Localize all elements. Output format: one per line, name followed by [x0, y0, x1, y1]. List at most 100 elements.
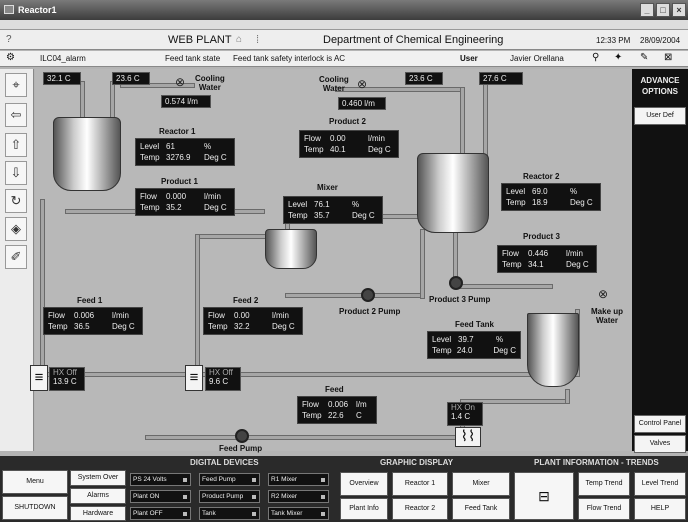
alarm-name: ILC04_alarm	[40, 54, 86, 63]
tool-icon-c[interactable]: ✎	[640, 52, 649, 63]
device-tank-mixer[interactable]: Tank Mixer	[268, 507, 329, 520]
control-panel-button[interactable]: Control Panel	[634, 415, 686, 433]
status-bar: ⚙ ILC04_alarm Feed tank state Feed tank …	[0, 51, 688, 67]
product-2-pump-icon[interactable]	[361, 288, 375, 302]
clock-time: 12:33 PM	[596, 36, 631, 45]
shutdown-button[interactable]: SHUTDOWN	[2, 496, 68, 520]
device-ps24[interactable]: PS 24 Volts	[130, 473, 191, 486]
level-trend-button[interactable]: Level Trend	[634, 472, 686, 496]
pipe	[460, 87, 465, 157]
device-r2-mixer[interactable]: R2 Mixer	[268, 490, 329, 503]
feed-tank-button[interactable]: Feed Tank	[452, 498, 510, 520]
user-name: Javier Orellana	[510, 54, 564, 63]
feed-2-title: Feed 2	[233, 296, 259, 305]
pipe	[483, 81, 488, 156]
feed-tank-vessel[interactable]	[527, 313, 579, 387]
reactor1-temp-in: 32.1 C	[43, 72, 81, 85]
plant-info-button[interactable]: Plant Info	[340, 498, 388, 520]
temp-trend-button[interactable]: Temp Trend	[578, 472, 630, 496]
hx-1-icon[interactable]: ≡	[30, 365, 48, 391]
product-2-pump-label: Product 2 Pump	[339, 307, 401, 316]
feed-pump-label: Feed Pump	[219, 444, 263, 453]
reactor-1-button[interactable]: Reactor 1	[392, 472, 448, 496]
product-1-title: Product 1	[161, 177, 198, 186]
network-icon[interactable]: ⚙	[6, 52, 15, 63]
alarm-message: Feed tank safety interlock is AC	[233, 54, 346, 63]
hx-3-icon[interactable]: ⌇⌇	[455, 427, 481, 447]
mixer-button[interactable]: Mixer	[452, 472, 510, 496]
tool-icon-a[interactable]: ⚲	[592, 52, 600, 63]
device-feed-pump[interactable]: Feed Pump	[199, 473, 260, 486]
help-button[interactable]: HELP	[634, 498, 686, 520]
mixer-title: Mixer	[317, 183, 338, 192]
separator-icon: ⁞	[256, 34, 260, 46]
arrow-up-icon[interactable]: ⇧	[5, 133, 27, 157]
mixer-vessel[interactable]	[265, 229, 317, 269]
clock-date: 28/09/2004	[640, 36, 681, 45]
product-3-pump-icon[interactable]	[449, 276, 463, 290]
alarms-button[interactable]: Alarms	[70, 488, 126, 504]
pipe	[195, 234, 200, 377]
navigation-toolbar: ⌖ ⇦ ⇧ ⇩ ↻ ◈ ✐	[0, 69, 34, 451]
overview-button[interactable]: Overview	[340, 472, 388, 496]
pipe	[285, 293, 365, 298]
hx-2-icon[interactable]: ≡	[185, 365, 203, 391]
feed-pump-icon[interactable]	[235, 429, 249, 443]
cooling-water-2-flow: 0.460 l/m	[338, 97, 386, 110]
flow-trend-button[interactable]: Flow Trend	[578, 498, 630, 520]
valve-icon[interactable]: ⊗	[357, 77, 368, 91]
reactor2-temp-in: 23.6 C	[405, 72, 443, 85]
pipe	[195, 234, 270, 239]
reactor-1-title: Reactor 1	[159, 127, 196, 136]
department-name: Department of Chemical Engineering	[323, 34, 504, 46]
diamond-icon[interactable]: ◈	[5, 217, 27, 241]
display-icon[interactable]: ⊟	[514, 472, 574, 520]
valves-button[interactable]: Valves	[634, 435, 686, 453]
arrow-left-icon[interactable]: ⇦	[5, 103, 27, 127]
reactor-2-title: Reactor 2	[523, 172, 560, 181]
minimize-icon[interactable]: _	[640, 3, 654, 17]
window-menu-icon[interactable]	[4, 5, 14, 14]
reactor-2-button[interactable]: Reactor 2	[392, 498, 448, 520]
arrow-down-icon[interactable]: ⇩	[5, 161, 27, 185]
digital-devices-heading: DIGITAL DEVICES	[190, 458, 259, 467]
tool-icon-b[interactable]: ✦	[614, 52, 623, 63]
system-over-button[interactable]: System Over	[70, 470, 126, 486]
product-3-title: Product 3	[523, 232, 560, 241]
menu-button[interactable]: Menu	[2, 470, 68, 494]
maximize-icon[interactable]: □	[656, 3, 670, 17]
device-tank[interactable]: Tank	[199, 507, 260, 520]
device-product-pump[interactable]: Product Pump	[199, 490, 260, 503]
reactor-1-vessel[interactable]	[53, 117, 121, 191]
home-icon[interactable]: ⌂	[236, 34, 243, 45]
feed-title: Feed	[325, 385, 344, 394]
pin-icon[interactable]: ⌖	[5, 73, 27, 97]
feed-1-title: Feed 1	[77, 296, 103, 305]
pipe	[335, 87, 465, 92]
hardware-button[interactable]: Hardware	[70, 506, 126, 521]
feed-tank-title: Feed Tank	[455, 320, 494, 329]
reactor-2-vessel[interactable]	[417, 153, 489, 233]
help-icon[interactable]: ?	[6, 34, 12, 45]
device-r1-mixer[interactable]: R1 Mixer	[268, 473, 329, 486]
makeup-valve-icon[interactable]: ⊗	[598, 287, 609, 301]
valve-icon[interactable]: ⊗	[175, 75, 186, 89]
tool-icon-d[interactable]: ⊠	[664, 52, 673, 63]
close-icon[interactable]: ×	[672, 3, 686, 17]
edit-icon[interactable]: ✐	[5, 245, 27, 269]
device-plant-on[interactable]: Plant ON	[130, 490, 191, 503]
pipe	[110, 81, 115, 119]
user-def-button[interactable]: User Def	[634, 107, 686, 125]
refresh-icon[interactable]: ↻	[5, 189, 27, 213]
device-plant-off[interactable]: Plant OFF	[130, 507, 191, 520]
pipe	[565, 389, 570, 404]
reactor2-temp-out: 27.6 C	[479, 72, 523, 85]
